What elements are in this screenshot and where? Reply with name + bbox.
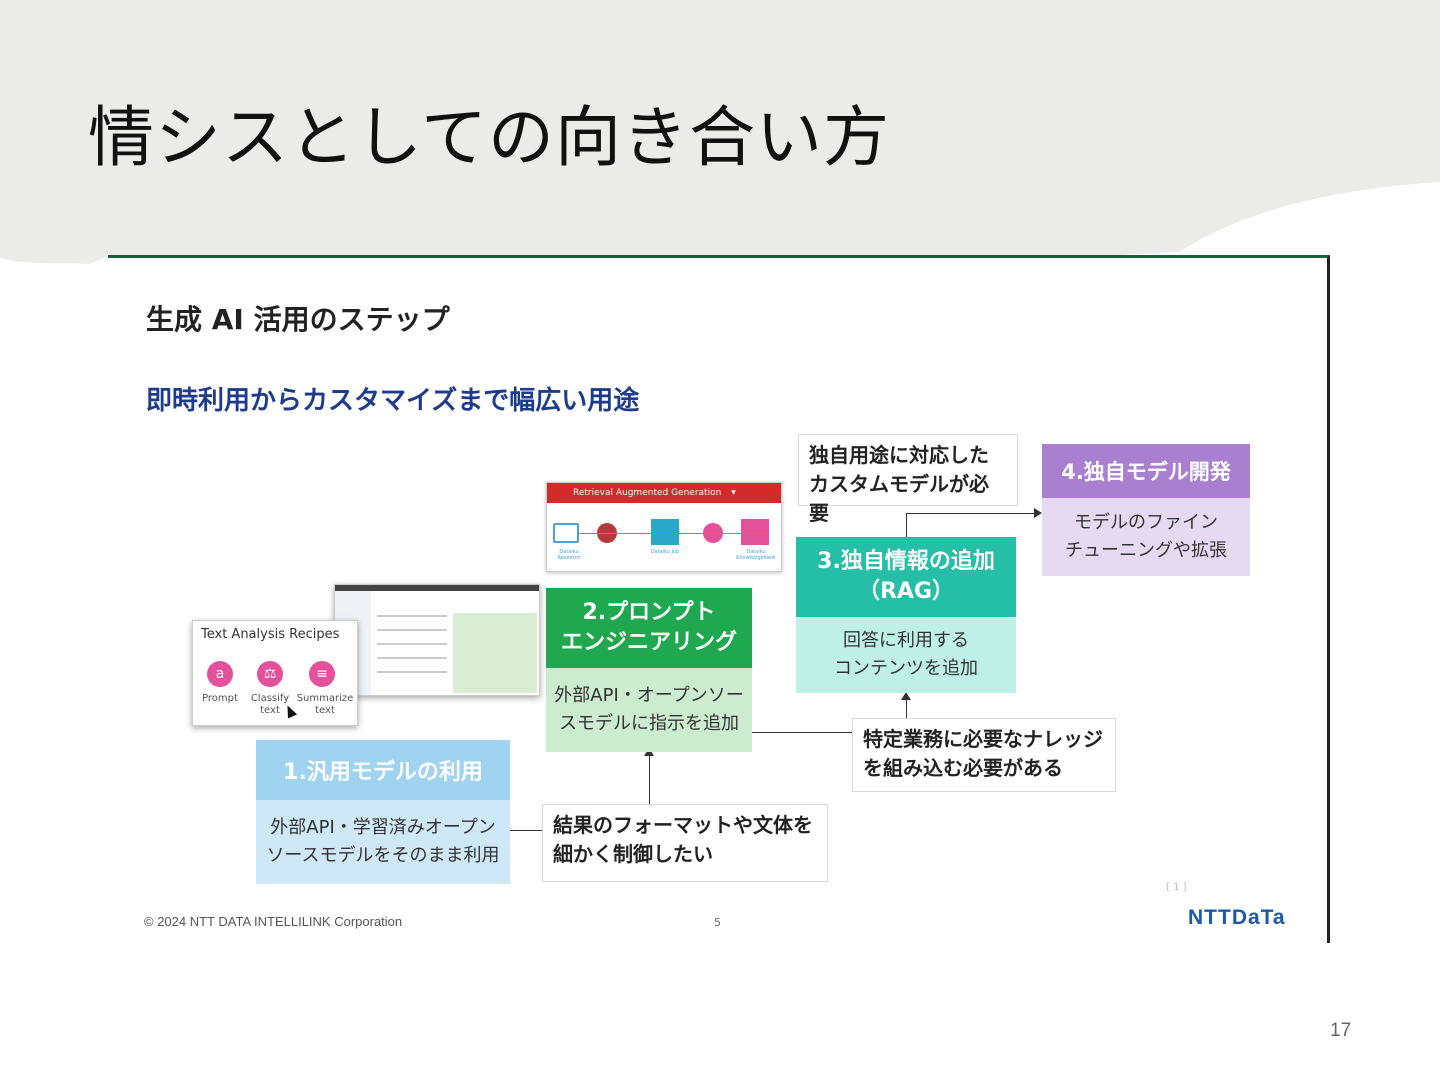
rag-node-label: Dataiku Knowledgebank	[733, 549, 779, 561]
recipe-label-summarize-line1: Summarize	[295, 693, 355, 705]
page-number: 17	[1330, 1020, 1351, 1042]
text-analysis-recipes-panel: Text Analysis Recipes a ⚖ ≡ Prompt Class…	[192, 620, 358, 726]
step-1-box: 1.汎用モデルの利用 外部API・学習済みオープン ソースモデルをそのまま利用	[256, 740, 510, 884]
step-2-desc: 外部API・オープンソー スモデルに指示を追加	[546, 668, 752, 752]
step-4-title: 4.独自モデル開発	[1042, 444, 1250, 498]
arrow-up-icon	[901, 692, 911, 700]
note-custom-line2: カスタムモデルが必要	[809, 470, 1007, 528]
chevron-down-icon: ▾	[731, 488, 736, 498]
note-knowledge-line2: を組み込む必要がある	[863, 754, 1105, 783]
arrow-right-icon	[1034, 508, 1042, 518]
step-1-title: 1.汎用モデルの利用	[256, 740, 510, 800]
connector-line	[649, 754, 650, 804]
recipes-title: Text Analysis Recipes	[201, 627, 339, 642]
recipe-label-classify-line1: Classify	[245, 693, 295, 705]
rag-header-text: Retrieval Augmented Generation	[573, 488, 721, 498]
summarize-icon: ≡	[309, 661, 335, 687]
note-knowledge: 特定業務に必要なナレッジ を組み込む必要がある	[852, 718, 1116, 792]
step-3-desc: 回答に利用する コンテンツを追加	[796, 617, 1016, 693]
note-format: 結果のフォーマットや文体を 細かく制御したい	[542, 804, 828, 882]
knowledge-bank-icon	[741, 519, 769, 545]
slide-title: 情シスとしての向き合い方	[88, 84, 890, 180]
step-3-title: 3.独自情報の追加 （RAG）	[796, 537, 1016, 617]
recipe-label-summarize: Summarize text	[295, 693, 355, 717]
step-2-box: 2.プロンプト エンジニアリング 外部API・オープンソー スモデルに指示を追加	[546, 588, 752, 752]
step-2-desc-line1: 外部API・オープンソー	[554, 682, 743, 710]
note-custom-line1: 独自用途に対応した	[809, 441, 1007, 470]
recipe-label-prompt: Prompt	[195, 693, 245, 704]
connector-line	[906, 698, 907, 718]
step-3-title-line2: （RAG）	[858, 577, 954, 607]
flow-line	[577, 533, 767, 534]
step-3-box: 3.独自情報の追加 （RAG） 回答に利用する コンテンツを追加	[796, 537, 1016, 693]
note-custom: 独自用途に対応した カスタムモデルが必要	[798, 434, 1018, 506]
rag-header: Retrieval Augmented Generation ▾	[547, 483, 781, 503]
step-2-title: 2.プロンプト エンジニアリング	[546, 588, 752, 668]
step-1-desc-line1: 外部API・学習済みオープン	[270, 814, 495, 842]
step-4-desc: モデルのファイン チューニングや拡張	[1042, 498, 1250, 576]
card-subheading: 即時利用からカスタマイズまで幅広い用途	[146, 380, 639, 417]
step-2-title-line1: 2.プロンプト	[582, 598, 715, 628]
note-format-line1: 結果のフォーマットや文体を	[553, 811, 817, 840]
step-3-desc-line1: 回答に利用する	[843, 627, 969, 655]
footer-copyright: © 2024 NTT DATA INTELLILINK Corporation	[144, 914, 402, 929]
prompt-icon: a	[207, 661, 233, 687]
step-1-desc: 外部API・学習済みオープン ソースモデルをそのまま利用	[256, 800, 510, 884]
rag-panel: Retrieval Augmented Generation ▾ Dataiku…	[546, 482, 782, 572]
step-3-desc-line2: コンテンツを追加	[834, 655, 978, 683]
classify-icon: ⚖	[257, 661, 283, 687]
step-2-desc-line2: スモデルに指示を追加	[559, 710, 739, 738]
step-2-title-line2: エンジニアリング	[561, 628, 737, 658]
rag-node-label: Dataiku Job	[643, 549, 687, 555]
ntt-data-logo: NTTDaTa	[1188, 906, 1286, 930]
card-heading: 生成 AI 活用のステップ	[146, 298, 450, 338]
step-4-desc-line2: チューニングや拡張	[1065, 537, 1227, 565]
recipe-label-summarize-line2: text	[295, 705, 355, 717]
tiny-mark: [ 1 ]	[1166, 882, 1187, 893]
step-4-desc-line1: モデルのファイン	[1074, 509, 1218, 537]
folder-icon	[553, 523, 579, 543]
connector-line	[510, 830, 544, 831]
stack-node-icon	[651, 519, 679, 545]
note-format-line2: 細かく制御したい	[553, 840, 817, 869]
embedded-slide: 生成 AI 活用のステップ 即時利用からカスタマイズまで幅広い用途 1.汎用モデ…	[108, 255, 1330, 943]
app-screenshot-table	[334, 584, 540, 696]
footer-page-number: 5	[714, 916, 721, 929]
step-3-title-line1: 3.独自情報の追加	[817, 547, 995, 577]
step-1-desc-line2: ソースモデルをそのまま利用	[266, 842, 499, 870]
rag-node-label: Dataiku Research	[549, 549, 589, 561]
recipe-label-prompt-line1: Prompt	[195, 693, 245, 704]
note-knowledge-line1: 特定業務に必要なナレッジ	[863, 725, 1105, 754]
step-4-box: 4.独自モデル開発 モデルのファイン チューニングや拡張	[1042, 444, 1250, 576]
connector-line	[752, 732, 852, 733]
